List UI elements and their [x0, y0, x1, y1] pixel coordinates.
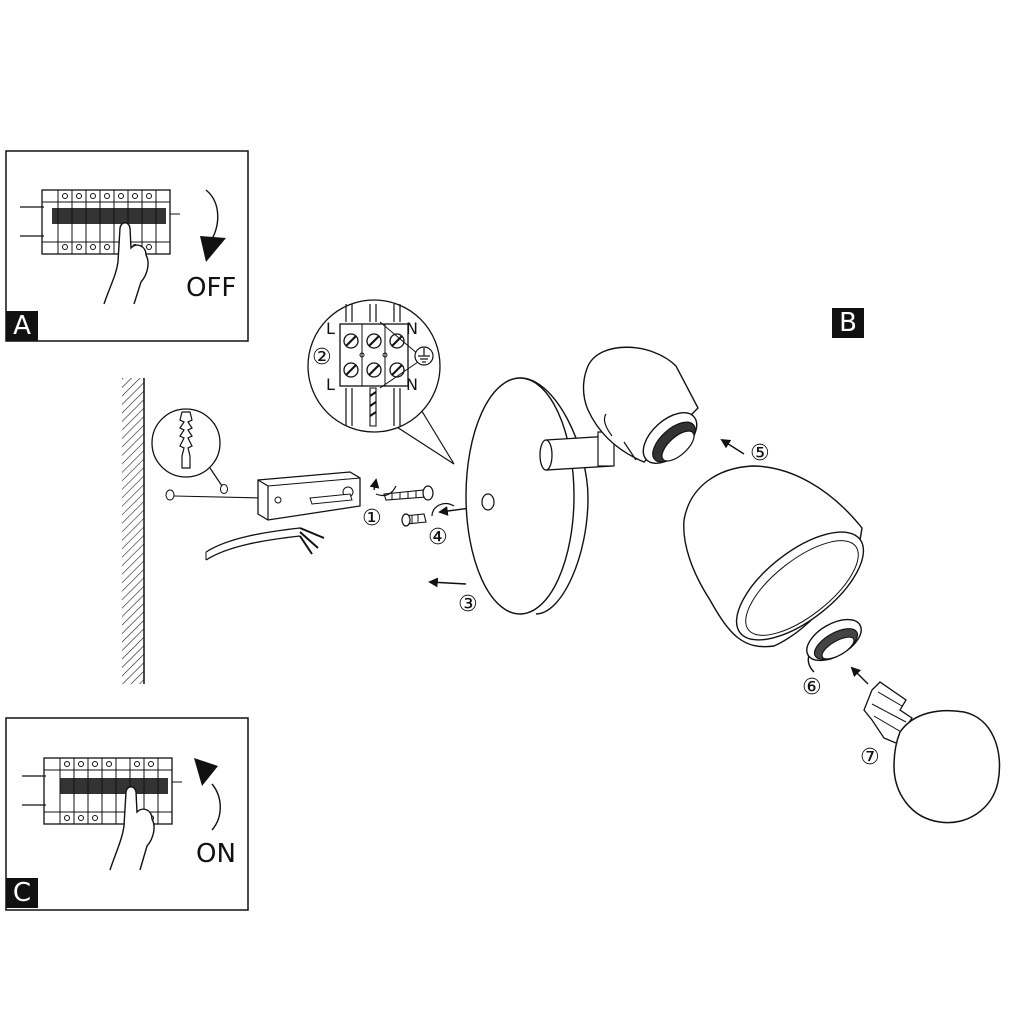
step-5-label: ⑤	[750, 441, 770, 466]
terminal-label-top-left: L	[326, 319, 335, 338]
fixing-screw	[383, 485, 434, 501]
switch-on-label: ON	[196, 839, 236, 869]
switch-on-arrow-icon	[211, 783, 221, 831]
retaining-ring	[806, 618, 862, 662]
wall-plug-icon	[179, 411, 193, 469]
panel-a-letter: A	[6, 311, 38, 341]
step5-arrow-icon	[720, 438, 745, 455]
step-3-label: ③	[458, 592, 478, 617]
light-bulb	[863, 681, 1001, 824]
switch-off-label: OFF	[186, 273, 236, 303]
terminal-block-callout: L N L N ②	[307, 299, 455, 465]
ceiling-plate	[465, 377, 589, 615]
hand-icon	[103, 222, 149, 305]
terminal-label-top-right: N	[406, 319, 418, 338]
switch-off-arrow-icon	[205, 189, 219, 243]
terminal-label-bottom-left: L	[326, 375, 335, 394]
earth-symbol-icon	[414, 346, 434, 366]
terminal-label-bottom-right: N	[406, 375, 418, 394]
step4-curve-icon	[431, 503, 455, 517]
wall-section	[122, 378, 145, 684]
panel-b-letter: B	[832, 308, 864, 338]
cover-screw	[401, 513, 427, 527]
mounting-axis	[165, 484, 263, 501]
earth-wire	[369, 387, 377, 427]
panel-a: OFF	[5, 150, 249, 342]
panel-c-frame	[5, 717, 249, 911]
step6-push-arrow-icon	[850, 666, 869, 685]
panel-c: ON	[5, 717, 249, 911]
lamp-head	[582, 346, 699, 464]
switch-off-arrowhead-icon	[200, 236, 226, 262]
step3-arrow-icon	[428, 577, 467, 588]
mounting-bracket	[257, 471, 361, 521]
step-6-label: ⑥	[802, 675, 822, 700]
step-2-label: ②	[312, 345, 332, 370]
supply-cable	[205, 527, 325, 561]
switch-on-arrowhead-icon	[194, 758, 218, 786]
step-7-label: ⑦	[860, 745, 880, 770]
breaker-box-icon	[22, 757, 182, 825]
step1-arrow-icon	[369, 478, 380, 491]
bulb-glass	[893, 709, 1001, 824]
glass-shade	[683, 465, 865, 648]
panel-a-frame	[5, 150, 249, 342]
step1-curve-icon	[375, 485, 397, 497]
hand-icon	[109, 786, 155, 871]
breaker-box-icon	[20, 189, 180, 255]
wall-plug-callout	[151, 408, 223, 487]
step-4-label: ④	[428, 525, 448, 550]
panel-c-letter: C	[6, 878, 38, 908]
step-1-label: ①	[362, 506, 382, 531]
lamp-socket	[642, 412, 698, 464]
